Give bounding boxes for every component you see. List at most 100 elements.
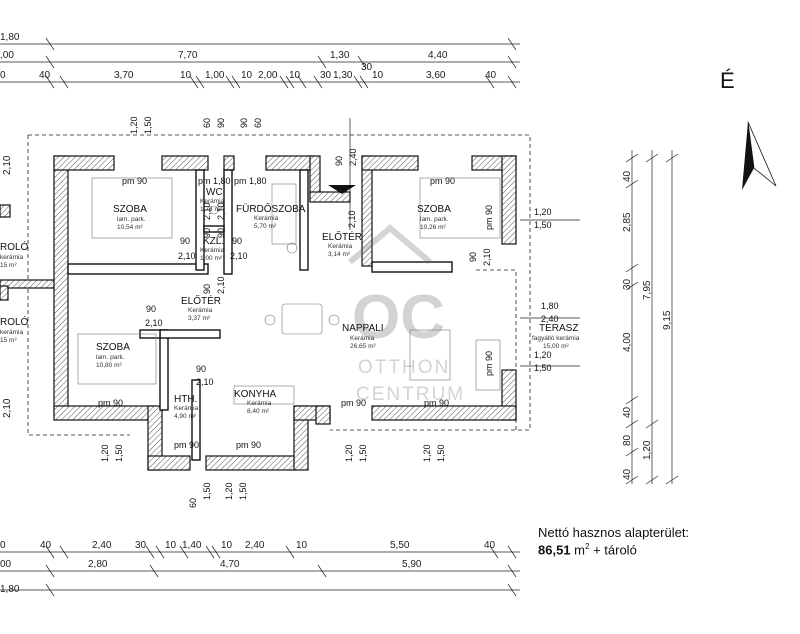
- window-east-b: pm 90: [484, 351, 494, 376]
- rolo1-area: 15 m²: [0, 262, 17, 269]
- szoba3-name: SZOBA: [96, 342, 130, 353]
- szoba3-floor: lam. park.: [96, 354, 125, 361]
- window-hth: pm 90: [174, 440, 199, 450]
- sill-150-f: 1,50: [436, 444, 446, 462]
- right-dim-40a: 40: [622, 170, 633, 182]
- sill-150-e: 1,50: [358, 444, 368, 462]
- window-furdo: pm 1,80: [234, 176, 267, 186]
- window-nappali-a: pm 90: [341, 398, 366, 408]
- terrace-120-b: 1,20: [534, 350, 552, 360]
- rolo2-floor: kerámia: [0, 329, 24, 336]
- sill-210-d: 2,10: [216, 276, 226, 294]
- terrace-120-a: 1,20: [534, 207, 552, 217]
- right-dim-80: 80: [622, 434, 633, 446]
- sill-150-d: 1,50: [238, 482, 248, 500]
- bottom-dim-40a: 40: [40, 540, 52, 551]
- right-dim-400: 4,00: [622, 332, 633, 352]
- right-dim-120: 1,20: [642, 440, 653, 460]
- top-dim-row3-200: 2,00: [258, 70, 278, 81]
- eloter1-area: 3,14 m²: [328, 251, 351, 258]
- hth-floor: Kerámia: [174, 405, 199, 412]
- north-arrow-icon: [742, 121, 777, 190]
- szoba2-floor: lam. park.: [420, 216, 449, 223]
- right-dim-40c: 40: [622, 468, 633, 480]
- sill-90-d: 90: [202, 228, 212, 238]
- top-dim-row3-130: 1,30: [333, 70, 353, 81]
- door-h-5: 2,10: [482, 248, 492, 266]
- sill-150-c: 1,50: [202, 482, 212, 500]
- top-dim-row3-0: 0: [0, 70, 6, 81]
- door-w-5: 90: [468, 252, 478, 262]
- wc-name: WC: [206, 187, 223, 198]
- door-h-2: 2,10: [230, 251, 248, 261]
- opening-labels: pm 90 pm 1,80 pm 1,80 pm 90 pm 90 pm 90 …: [98, 116, 559, 508]
- window-east-a: pm 90: [484, 205, 494, 230]
- bottom-dim-10a: 10: [165, 540, 177, 551]
- szoba2-area: 10,26 m²: [420, 224, 446, 231]
- bottom-dim-edge: 00: [0, 559, 12, 570]
- szoba2-name: SZOBA: [417, 204, 451, 215]
- sill-150-b: 1,50: [114, 444, 124, 462]
- top-dimension-lines: 1,80 7,70 1,30 4,40 ,00 0 40 3,70 10 1,0…: [0, 32, 520, 89]
- bottom-dim-240a: 2,40: [92, 540, 112, 551]
- szoba1-floor: lam. park.: [117, 216, 146, 223]
- kzl-name: KZL.: [203, 236, 224, 247]
- bottom-dim-280: 2,80: [88, 559, 108, 570]
- rolo2-area: 15 m²: [0, 337, 17, 344]
- top-dim-row3-10c: 10: [289, 70, 301, 81]
- wc-floor: Kerámia: [200, 198, 225, 205]
- kzl-floor: Kerámia: [200, 247, 225, 254]
- sill-60-a: 60: [202, 118, 212, 128]
- top-dim-row3-10d: 10: [372, 70, 384, 81]
- konyha-floor: Kerámia: [247, 400, 272, 407]
- top-dim-row3-10b: 10: [241, 70, 253, 81]
- sill-150-a: 1,50: [143, 116, 153, 134]
- bottom-dim-550: 5,50: [390, 540, 410, 551]
- szoba1-area: 10,54 m²: [117, 224, 143, 231]
- top-dim-edge: ,00: [0, 50, 14, 61]
- watermark-logo: OC: [352, 283, 445, 352]
- top-dim-row3-100: 1,00: [205, 70, 225, 81]
- window-szoba1: pm 90: [122, 176, 147, 186]
- top-dim-770: 7,70: [178, 50, 198, 61]
- bottom-dim-10b: 10: [221, 540, 233, 551]
- nappali-floor: Kerámia: [350, 335, 375, 342]
- top-dim-row3-40a: 40: [39, 70, 51, 81]
- net-area-suffix: + tároló: [589, 542, 637, 558]
- wc-area: 1,73 m²: [200, 206, 223, 213]
- door-h-4: 2,10: [196, 377, 214, 387]
- sill-120-a: 1,20: [129, 116, 139, 134]
- window-nappali-b: pm 90: [424, 398, 449, 408]
- sill-210-b: 2,10: [216, 202, 226, 220]
- furdo-floor: Kerámia: [254, 215, 279, 222]
- bottom-dim-40b: 40: [484, 540, 496, 551]
- door-w-2: 90: [232, 236, 242, 246]
- bottom-dim-140: 1,40: [182, 540, 202, 551]
- terasz-area: 15,00 m²: [543, 343, 569, 350]
- right-dim-40b: 40: [622, 406, 633, 418]
- szoba3-area: 10,80 m²: [96, 362, 122, 369]
- entry-arrow-icon: [328, 185, 356, 194]
- top-dim-130: 1,30: [330, 50, 350, 61]
- top-dim-total: 1,80: [0, 32, 20, 43]
- bottom-dim-total: 1,80: [0, 584, 20, 595]
- top-dim-row3-40b: 40: [485, 70, 497, 81]
- rolo1-name: ROLÓ: [0, 240, 29, 253]
- terrace-150-b: 1,50: [534, 363, 552, 373]
- inner-walls: [67, 169, 453, 461]
- watermark: OC OTTHON CENTRUM: [348, 224, 463, 405]
- sill-90-c: 90: [334, 156, 344, 166]
- bottom-dim-0: 0: [0, 540, 6, 551]
- bottom-dimension-lines: 0 40 2,40 30 10 1,40 10 2,40 10 5,50 40 …: [0, 540, 520, 597]
- net-area-value: 86,51: [538, 542, 571, 558]
- sill-210-c: 2,10: [347, 210, 357, 228]
- left-dim-210b: 2,10: [2, 398, 13, 418]
- top-dim-row3-30a: 30: [320, 70, 332, 81]
- bottom-dim-240b: 2,40: [245, 540, 265, 551]
- eloter1-floor: Kerámia: [328, 243, 353, 250]
- window-wc: pm 1,80: [198, 176, 231, 186]
- window-szoba3: pm 90: [98, 398, 123, 408]
- door-w-4: 90: [196, 364, 206, 374]
- rolo2-name: ROLÓ: [0, 315, 29, 328]
